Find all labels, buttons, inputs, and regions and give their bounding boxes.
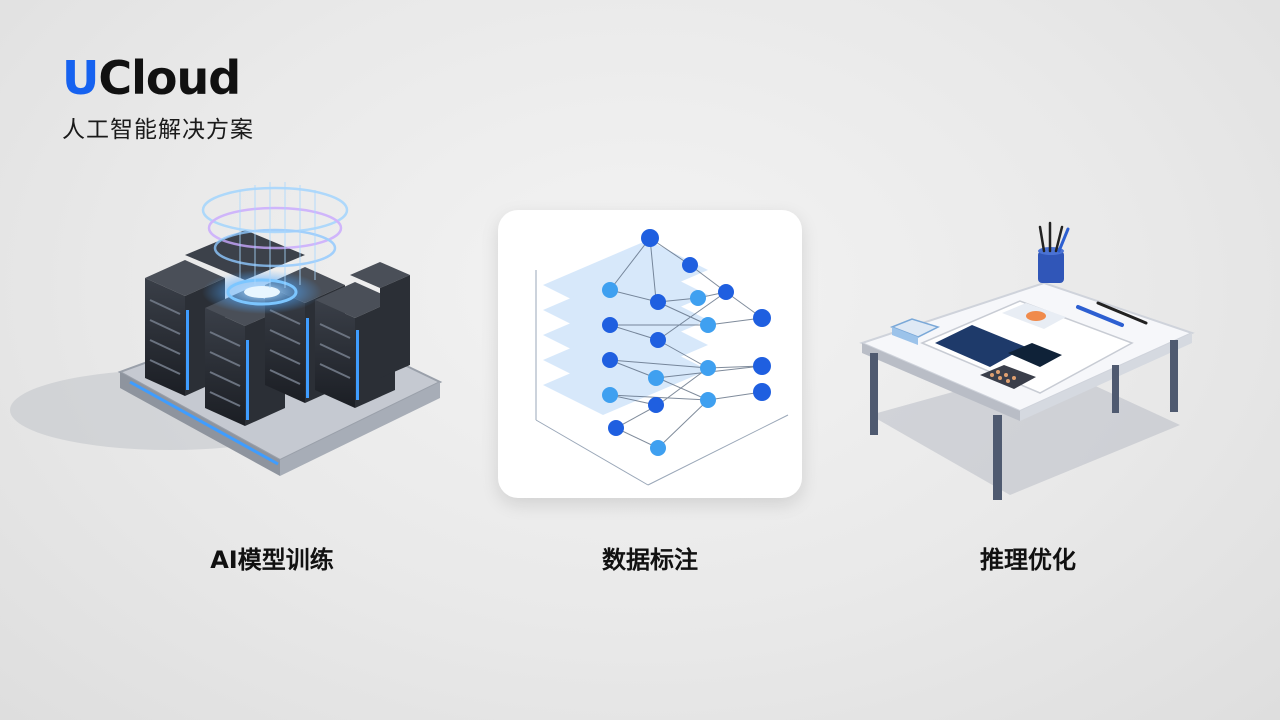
- page-subtitle: 人工智能解决方案: [62, 117, 254, 143]
- neural-network-icon: [535, 229, 789, 486]
- labeling-card: [498, 210, 802, 498]
- logo-accent: U: [62, 51, 99, 105]
- caption-labeling: 数据标注: [602, 546, 698, 574]
- caption-inference: 推理优化: [980, 546, 1076, 574]
- server-rack-icon: [10, 182, 443, 476]
- logo-rest: Cloud: [98, 51, 241, 105]
- ucloud-logo: UCloud: [62, 52, 254, 104]
- brand: UCloud 人工智能解决方案: [62, 52, 254, 144]
- caption-training: AI模型训练: [210, 546, 334, 574]
- desk-with-images-icon: [859, 221, 1195, 500]
